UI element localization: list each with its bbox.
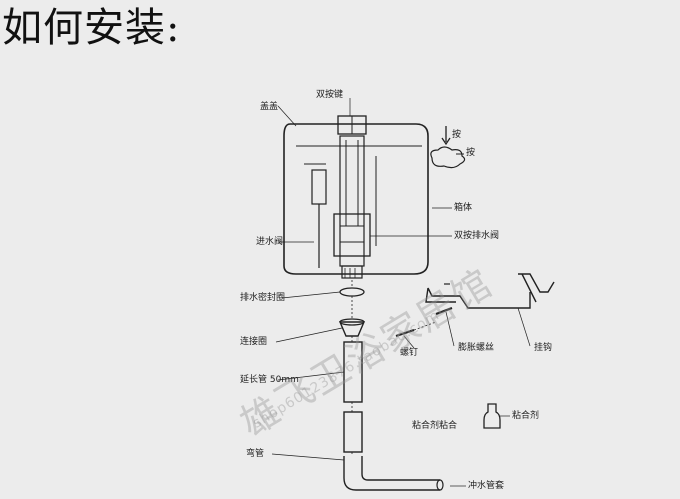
label-inlet-valve: 进水阀 [256, 237, 284, 247]
label-sealing-ring: 连接圈 [240, 337, 268, 347]
adhesive-bottle-shape [483, 403, 501, 429]
diagram-drawing [271, 98, 555, 491]
label-tank-body: 箱体 [454, 203, 473, 213]
label-adhesive: 粘合剂 [512, 411, 540, 421]
label-elbow: 弯管 [246, 449, 265, 459]
sealing-ring-shape [338, 321, 366, 337]
hook-shape [425, 287, 531, 309]
page-title: 如何安装: [2, 5, 181, 51]
tank-outline [283, 123, 429, 275]
label-cover: 盖盖 [260, 102, 279, 112]
label-extension-pipe-size: 50mm [269, 375, 299, 385]
label-drain-seal: 排水密封圈 [240, 293, 286, 303]
label-flush-pipe-sleeve: 冲水管套 [468, 481, 505, 491]
label-hook: 挂钩 [534, 343, 553, 353]
label-glue-joint: 粘合剂粘合 [412, 421, 458, 431]
label-dual-flush-valve: 双按排水阀 [454, 231, 500, 241]
elbow-shape [343, 456, 440, 491]
installation-diagram: 盖盖 双按键 按 按 箱体 进水阀 双按排水阀 排水密封圈 连接圈 延长管 50… [200, 90, 640, 496]
label-press-2: 按 [466, 148, 476, 158]
label-expansion-screw: 膨胀螺丝 [458, 343, 495, 353]
label-nail: 螺钉 [400, 348, 419, 358]
drain-seal-shape [339, 287, 365, 297]
label-extension-pipe: 延长管 50mm [240, 375, 299, 385]
label-dual-button: 双按键 [316, 90, 344, 100]
hand-shape [430, 146, 466, 169]
label-press: 按 [452, 130, 462, 140]
